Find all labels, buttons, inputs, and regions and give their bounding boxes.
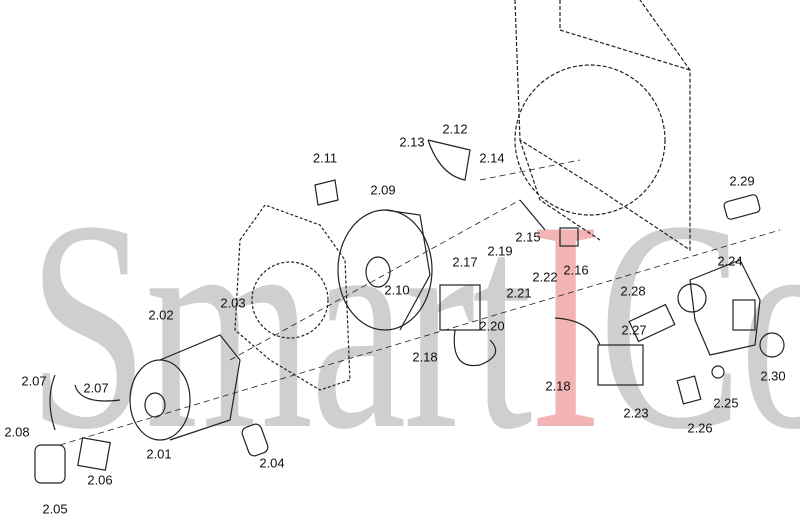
- cable: [453, 329, 497, 367]
- part-label: 2.21: [506, 285, 532, 301]
- part-label: 2.17: [452, 254, 478, 270]
- watermark: SmartICo: [28, 175, 800, 475]
- part-label: 2.12: [442, 121, 468, 137]
- pump-part: [34, 444, 66, 484]
- part-label: 2.13: [399, 134, 425, 150]
- part-label: 2.24: [717, 253, 743, 269]
- o-ring: [677, 283, 707, 313]
- assembly-lines: [59, 159, 781, 446]
- bracket: [314, 179, 339, 206]
- o-ring: [759, 332, 785, 358]
- part-label: 2.27: [621, 322, 647, 338]
- filter: [628, 303, 676, 343]
- gasket: [676, 375, 702, 405]
- part-label: 2.20: [479, 318, 505, 334]
- watermark-text: Co: [598, 159, 800, 491]
- part-label: 2.03: [220, 295, 246, 311]
- part-label: 2.23: [623, 405, 649, 421]
- part-label: 2.14: [479, 150, 505, 166]
- fan-housing: [234, 204, 351, 391]
- part-label: 2.30: [760, 368, 786, 384]
- part-label: 2.18: [412, 349, 438, 365]
- part-label: 2.08: [4, 424, 30, 440]
- part-label: 2.19: [487, 243, 513, 259]
- part-label: 2.09: [370, 182, 396, 198]
- part-label: 2.11: [312, 150, 338, 166]
- part-label: 2.22: [532, 269, 558, 285]
- fan-wheel: [337, 209, 433, 331]
- part-label: 2.07: [21, 373, 47, 389]
- watermark-text: Smart: [28, 159, 532, 491]
- hoses: [49, 374, 121, 431]
- bracket-cover: [427, 139, 471, 181]
- bushing: [711, 365, 725, 379]
- air-box: [689, 259, 761, 356]
- cable: [554, 317, 601, 346]
- part-label: 2.01: [146, 446, 172, 462]
- part-label: 2.04: [259, 455, 285, 471]
- part-label: 2.06: [87, 472, 113, 488]
- part-label: 2.05: [42, 501, 68, 517]
- part-label: 2.28: [620, 283, 646, 299]
- capacitor: [241, 423, 269, 457]
- cover-plate: [723, 194, 761, 220]
- part-label: 2.29: [729, 173, 755, 189]
- control-box: [597, 344, 644, 386]
- rod: [519, 199, 546, 231]
- part-label: 2.10: [384, 282, 410, 298]
- part-label: 2.18: [545, 378, 571, 394]
- part-label: 2.16: [563, 262, 589, 278]
- part-label: 2.15: [515, 229, 541, 245]
- part-label: 2.07: [83, 380, 109, 396]
- plate: [77, 437, 111, 471]
- ignition-transformer: [439, 284, 481, 331]
- burner-housing: [514, 0, 691, 252]
- motor: [129, 334, 241, 441]
- part-label: 2.25: [713, 395, 739, 411]
- part-label: 2.02: [148, 307, 174, 323]
- connector: [559, 227, 579, 247]
- part-label: 2.26: [687, 420, 713, 436]
